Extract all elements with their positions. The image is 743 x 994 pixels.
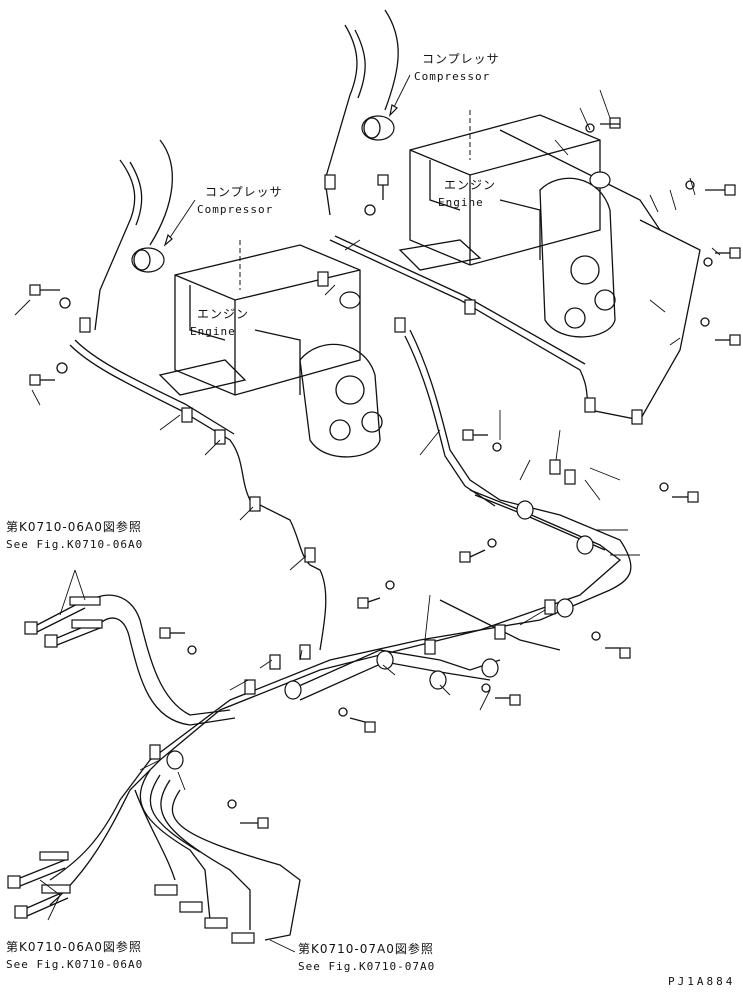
engine-left-label-en: Engine (190, 325, 236, 338)
compressor-left-label-en: Compressor (197, 203, 274, 216)
pipe-runs (49, 129, 701, 941)
compressor-right-label-en: Compressor (414, 70, 491, 83)
compressor-left-label-jp: コンプレッサ (205, 185, 283, 199)
engine-right-label-jp: エンジン (444, 178, 497, 192)
ref-lower-left-label-jp: 第K0710-06A0図参照 (6, 940, 142, 954)
ref-upper-label-en: See Fig.K0710-06A0 (6, 538, 144, 551)
ref-lower-left-label-en: See Fig.K0710-06A0 (6, 958, 144, 971)
ref-lower-right-label-en: See Fig.K0710-07A0 (298, 960, 436, 973)
bolts (7, 117, 741, 944)
ref-upper-label-jp: 第K0710-06A0図参照 (6, 520, 142, 534)
compressor-left (131, 247, 165, 273)
engine-left (158, 240, 383, 458)
compressor-right-label-jp: コンプレッサ (422, 52, 500, 66)
leader-lines (14, 74, 721, 953)
ref-lower-right-label-jp: 第K0710-07A0図参照 (298, 942, 434, 956)
engine-left-label-jp: エンジン (197, 307, 250, 321)
engine-right (398, 110, 616, 338)
drawing-code: PJ1A884 (668, 975, 736, 988)
engine-right-label-en: Engine (438, 196, 484, 209)
compressor-right (361, 115, 395, 141)
clamps (79, 171, 643, 770)
upper-hoses (94, 9, 399, 331)
